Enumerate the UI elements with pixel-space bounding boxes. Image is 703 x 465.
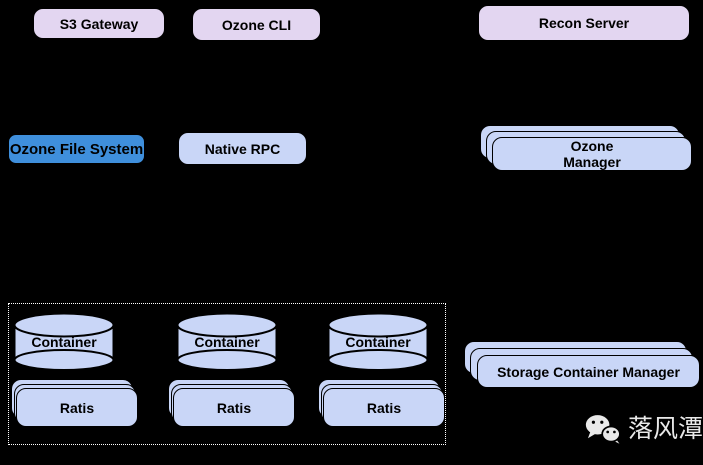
node-scm-stack: Storage Container Manager xyxy=(464,341,700,388)
ratis-stack-1: Ratis xyxy=(11,379,138,427)
node-s3-gateway: S3 Gateway xyxy=(33,8,165,39)
ratis-stack-3: Ratis xyxy=(318,379,445,427)
container-cylinder-2: Container xyxy=(176,312,278,371)
wechat-icon xyxy=(585,415,621,444)
watermark: 落风潭 xyxy=(585,408,703,450)
cylinder-shape xyxy=(13,312,115,371)
node-label: Container xyxy=(345,334,411,350)
watermark-text: 落风潭 xyxy=(627,415,703,443)
node-label-line1: Ozone xyxy=(570,138,614,154)
node-ozone-file-system: Ozone File System xyxy=(8,134,145,164)
node-label: Storage Container Manager xyxy=(497,363,680,380)
node-ratis: Ratis xyxy=(16,388,138,427)
node-label: Recon Server xyxy=(538,15,630,31)
datanode-group-outline xyxy=(8,303,446,445)
node-label: Ratis xyxy=(366,399,402,416)
node-label: Ratis xyxy=(59,399,95,416)
ratis-stack-2: Ratis xyxy=(168,379,295,427)
node-label: Container xyxy=(31,334,97,350)
node-ozone-cli: Ozone CLI xyxy=(192,8,321,41)
node-label: Ratis xyxy=(216,399,252,416)
node-label: Container xyxy=(194,334,260,350)
node-label: Ozone File System xyxy=(9,140,144,158)
cylinder-shape xyxy=(176,312,278,371)
node-ratis: Ratis xyxy=(173,388,295,427)
node-ratis: Ratis xyxy=(323,388,445,427)
container-cylinder-3: Container xyxy=(327,312,429,371)
node-label: Ozone CLI xyxy=(221,16,292,33)
node-ozone-manager-stack: Ozone Manager xyxy=(480,125,692,171)
node-label-line2: Manager xyxy=(563,154,621,170)
node-label: S3 Gateway xyxy=(59,15,139,32)
cylinder-shape xyxy=(327,312,429,371)
container-cylinder-1: Container xyxy=(13,312,115,371)
node-ozone-manager: Ozone Manager xyxy=(492,137,692,171)
node-label: Native RPC xyxy=(204,140,281,157)
node-recon-server: Recon Server xyxy=(478,5,690,41)
node-native-rpc: Native RPC xyxy=(178,132,307,165)
node-storage-container-manager: Storage Container Manager xyxy=(477,355,700,388)
